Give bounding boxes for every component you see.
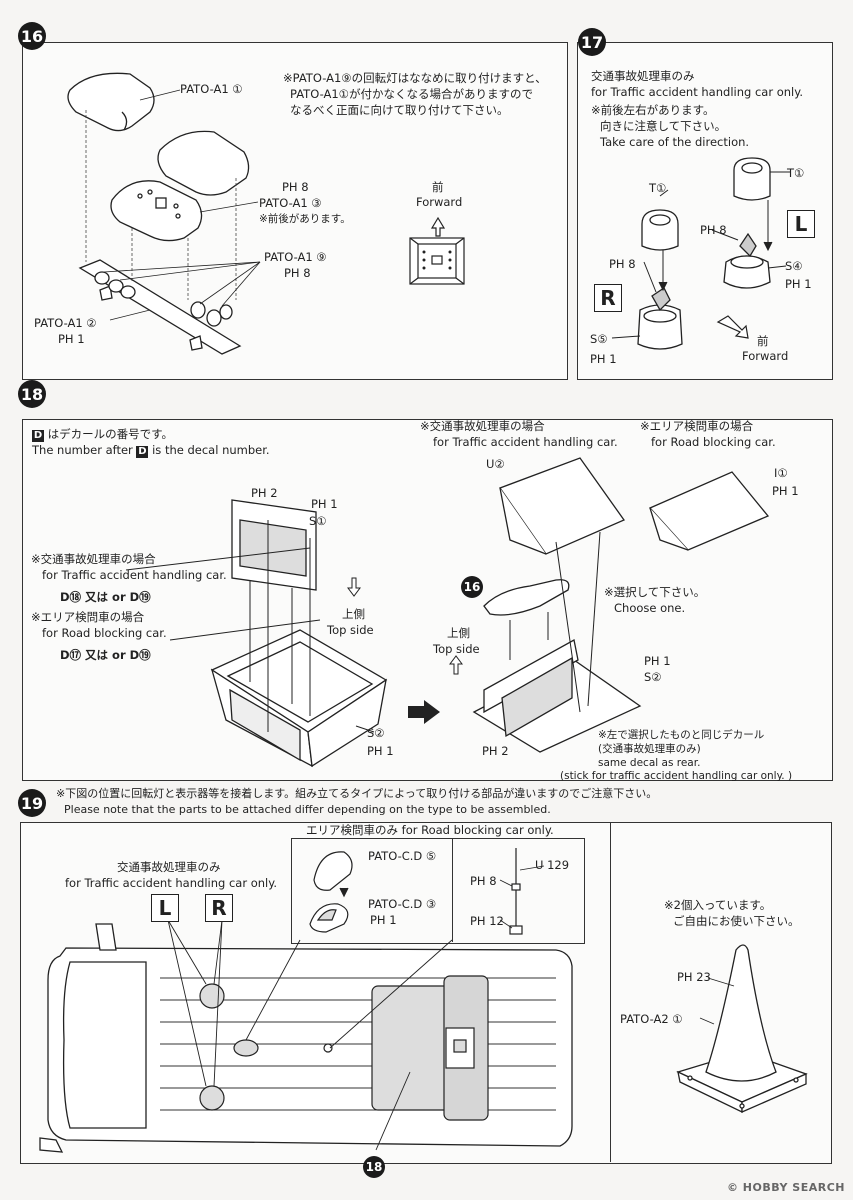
step16-number: 16: [18, 22, 46, 50]
step16-part-a12: PATO-A1 ②: [34, 316, 97, 330]
step18-right-traffic-ja: ※交通事故処理車の場合: [420, 419, 545, 433]
step19-number: 19: [18, 789, 46, 817]
step17-ph1-right: PH 1: [785, 277, 812, 291]
step17-right-mark: R: [594, 284, 622, 312]
step18-ph1-right: PH 1: [644, 654, 671, 668]
step16-forward-ja: 前: [432, 180, 444, 194]
step17-s4: S④: [785, 259, 803, 273]
step17-number: 17: [578, 28, 606, 56]
step17-title-ja: 交通事故処理車のみ: [591, 69, 695, 83]
step19-pato-cd3: PATO-C.D ③: [368, 897, 437, 911]
step17-title-en: for Traffic accident handling car only.: [591, 85, 804, 99]
step18-s1: S①: [309, 514, 327, 528]
step18-same-decal-en2: (stick for traffic accident handling car…: [560, 770, 793, 782]
step18-decal-road: D⑰ 又は or D⑲: [60, 648, 151, 662]
step19-traffic-only-ja: 交通事故処理車のみ: [117, 860, 221, 874]
watermark: © HOBBY SEARCH: [726, 1181, 845, 1194]
step16-part-a13: PATO-A1 ③: [259, 196, 322, 210]
step18-u2: U②: [486, 457, 505, 471]
step18-i1: I①: [774, 466, 788, 480]
step18-right-road-en: for Road blocking car.: [651, 435, 776, 449]
step19-note-en: Please note that the parts to be attache…: [64, 803, 551, 816]
step19-road-only: エリア検問車のみ for Road blocking car only.: [306, 823, 554, 837]
step17-forward-ja: 前: [757, 334, 769, 348]
step16-part-top: PATO-A1 ①: [180, 82, 243, 96]
step18-choose-en: Choose one.: [614, 601, 686, 615]
step18-traffic-ja: ※交通事故処理車の場合: [31, 552, 156, 566]
step17-s5: S⑤: [590, 332, 608, 346]
step18-decal-note-en: The number after D is the decal number.: [32, 443, 270, 458]
step16-part-ph8b: PH 8: [284, 266, 311, 280]
step16-part-ph1: PH 1: [58, 332, 85, 346]
step19-ph8: PH 8: [470, 874, 497, 888]
step18-number: 18: [18, 380, 46, 408]
step18-ph1-top: PH 1: [311, 497, 338, 511]
step17-note-en: Take care of the direction.: [600, 135, 750, 149]
step18-ph1-left: PH 1: [367, 744, 394, 758]
step18-traffic-en: for Traffic accident handling car.: [42, 568, 227, 582]
step19-pato-a21: PATO-A2 ①: [620, 1012, 683, 1026]
step19-two-pieces-ja1: ※2個入っています。: [664, 898, 772, 912]
step18-choose-ja: ※選択して下さい。: [604, 585, 706, 599]
step18-s2-right: S②: [644, 670, 662, 684]
step18-ph2-top: PH 2: [251, 486, 278, 500]
step16-front-back-note: ※前後があります。: [259, 213, 351, 225]
step17-forward-en: Forward: [742, 349, 789, 363]
step16-part-a19: PATO-A1 ⑨: [264, 250, 327, 264]
step18-road-ja: ※エリア検問車の場合: [31, 610, 145, 624]
step19-sub18: 18: [363, 1156, 385, 1178]
step19-ph1: PH 1: [370, 913, 397, 927]
step19-pato-cd5: PATO-C.D ⑤: [368, 849, 437, 863]
step19-note-ja: ※下図の位置に回転灯と表示器等を接着します。組み立てるタイプによって取り付ける部…: [56, 787, 658, 800]
step17-ph8-left: PH 8: [609, 257, 636, 271]
step18-top-side2-ja: 上側: [447, 626, 470, 640]
step19-traffic-only-en: for Traffic accident handling car only.: [65, 876, 278, 890]
step19-cone-panel: [610, 822, 831, 1162]
step16-note-line3: なるべく正面に向けて取り付けて下さい。: [290, 103, 509, 117]
step16-note-line1: ※PATO-A1⑨の回転灯はななめに取り付けますと、: [283, 71, 547, 85]
step18-ph1-i1: PH 1: [772, 484, 799, 498]
step18-road-en: for Road blocking car.: [42, 626, 167, 640]
step18-ph2-right: PH 2: [482, 744, 509, 758]
step18-top-side2-en: Top side: [433, 642, 480, 656]
step19-right-mark: R: [205, 894, 233, 922]
step17-left-mark: L: [787, 210, 815, 238]
step17-ph1-left: PH 1: [590, 352, 617, 366]
step19-ph12: PH 12: [470, 914, 504, 928]
step18-same-decal-en1: same decal as rear.: [598, 757, 701, 769]
step18-same-decal-ja2: (交通事故処理車のみ): [598, 743, 701, 755]
step16-forward-en: Forward: [416, 195, 463, 209]
step18-decal-note-ja: D はデカールの番号です。: [32, 427, 174, 442]
step18-decal-traffic: D⑱ 又は or D⑲: [60, 590, 151, 604]
step17-t1-left: T①: [649, 181, 667, 195]
step17-note-ja1: ※前後左右があります。: [591, 103, 715, 117]
step18-right-road-ja: ※エリア検問車の場合: [640, 419, 754, 433]
step18-top-side-ja: 上側: [342, 607, 365, 621]
step17-note-ja2: 向きに注意して下さい。: [600, 119, 727, 133]
step18-right-traffic-en: for Traffic accident handling car.: [433, 435, 618, 449]
step17-ph8-right: PH 8: [700, 223, 727, 237]
step19-road-divider: [452, 838, 453, 942]
step19-u129: U 129: [535, 858, 570, 872]
step19-left-mark: L: [151, 894, 179, 922]
step18-same-decal-ja1: ※左で選択したものと同じデカール: [598, 729, 765, 741]
step18-sub16: 16: [461, 576, 483, 598]
step16-part-ph8: PH 8: [282, 180, 309, 194]
step16-note-line2: PATO-A1①が付かなくなる場合がありますので: [290, 87, 533, 101]
step18-s2-left: S②: [367, 726, 385, 740]
step19-ph23: PH 23: [677, 970, 711, 984]
step17-t1-right: T①: [787, 166, 805, 180]
step19-two-pieces-ja2: ご自由にお使い下さい。: [673, 914, 800, 928]
step18-top-side-en: Top side: [327, 623, 374, 637]
